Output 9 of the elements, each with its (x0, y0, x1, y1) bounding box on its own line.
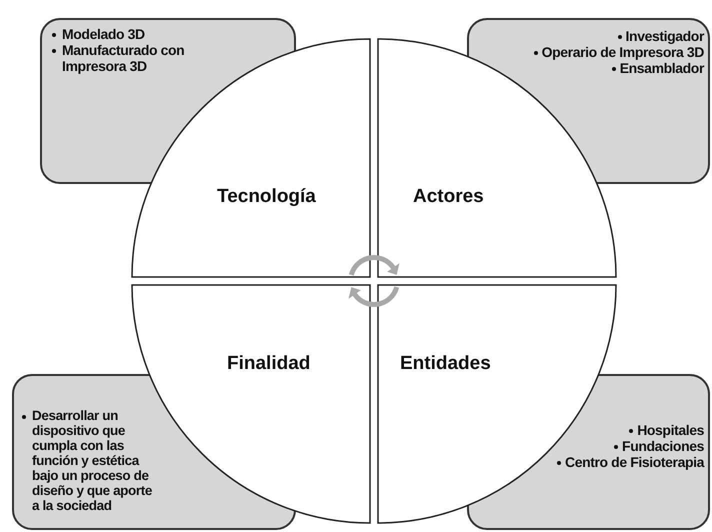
quadrant-title: Tecnología (217, 186, 316, 208)
bullet-item: Manufacturado con Impresora 3D (50, 42, 215, 74)
quadrant-title: Finalidad (227, 353, 310, 375)
bullet-item: Operario de Impresora 3D (489, 44, 704, 60)
bullet-item: Desarrollar un dispositivo que cumpla con las función y estética bajo un proceso de diseño y que aporte a la sociedad (20, 408, 162, 513)
bullet-item: Modelado 3D (50, 26, 215, 42)
quadrant-title: Actores (413, 186, 484, 208)
quadrant-title: Entidades (400, 353, 491, 375)
bullet-item: Investigador (489, 28, 704, 44)
